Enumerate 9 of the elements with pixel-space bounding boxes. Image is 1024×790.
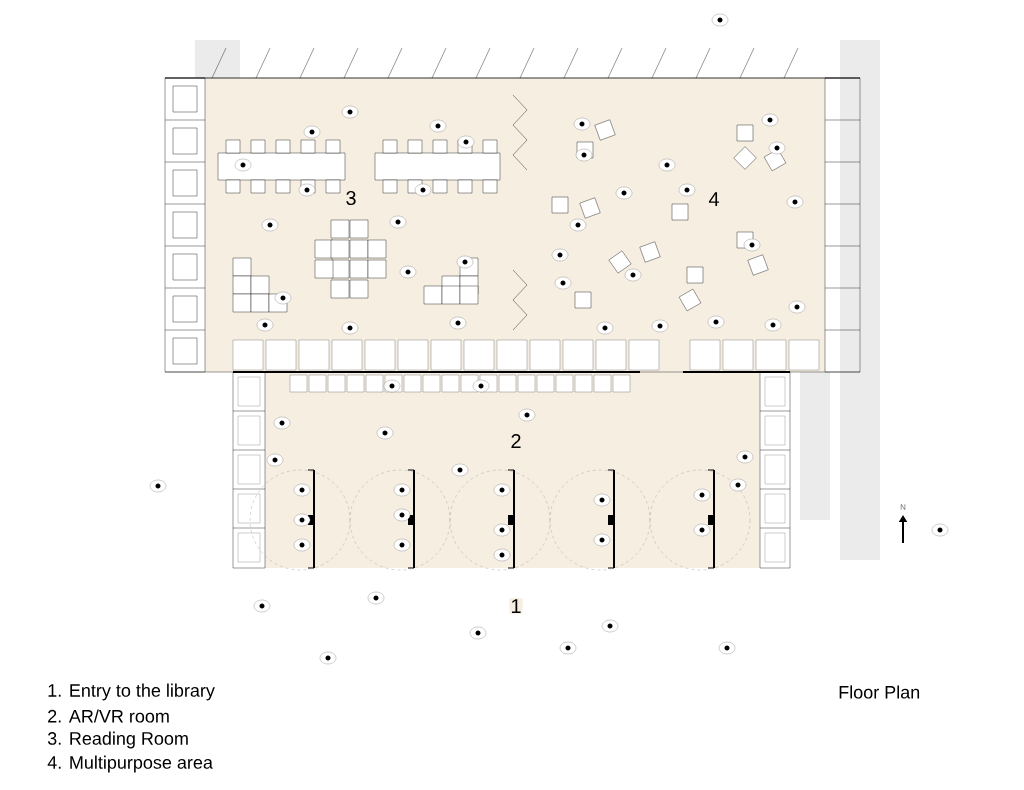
title: Floor Plan [839, 685, 920, 699]
legend-text: 1. Entry to the library [48, 683, 215, 701]
room-number: 1 [509, 598, 523, 614]
legend-text: 4. Multipurpose area [47, 755, 213, 773]
room-number: 4 [707, 191, 721, 207]
legend-text: 3. Reading Room [47, 731, 188, 749]
legend-text: 2. AR/VR room [48, 709, 169, 723]
north-label: N [900, 504, 906, 510]
room-number: 2 [509, 433, 523, 449]
